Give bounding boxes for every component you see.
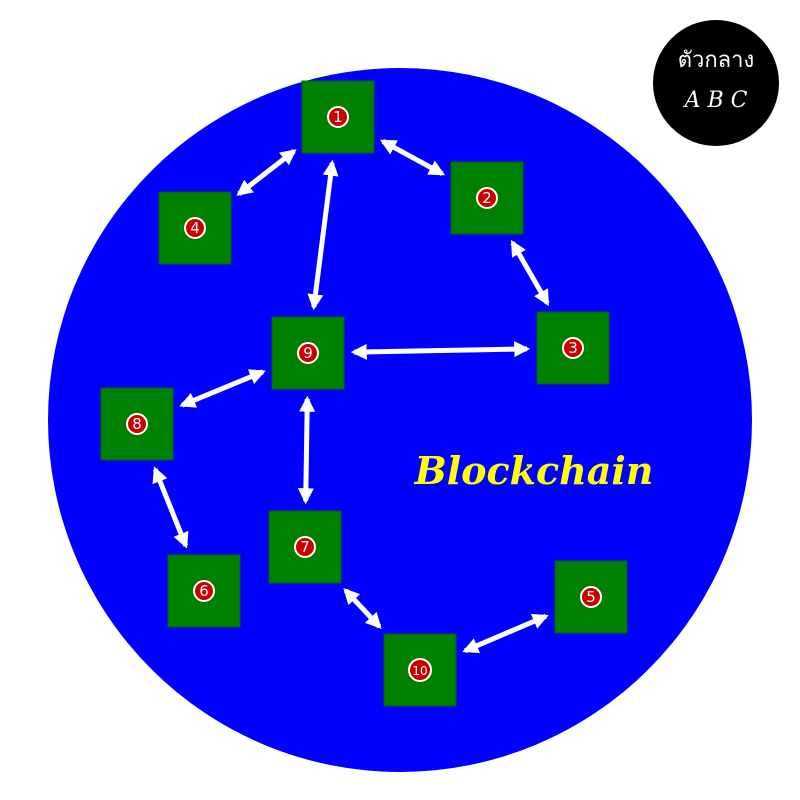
node-7: 7 (268, 510, 342, 584)
node-2: 2 (450, 161, 524, 235)
connection-arrow-9-7 (297, 395, 316, 505)
node-number-badge (126, 413, 148, 435)
connection-arrow-9-8 (179, 369, 266, 408)
node-4: 4 (158, 191, 232, 265)
node-label: 6 (199, 582, 209, 600)
node-label: 10 (412, 664, 427, 678)
intermediary-badge-circle (653, 20, 779, 146)
blockchain-title: Blockchain (414, 448, 654, 493)
connection-arrow-10-5 (462, 613, 549, 654)
intermediary-badge-sublabel: A B C (683, 88, 748, 113)
node-number-badge (327, 106, 349, 128)
connection-arrow-1-9 (307, 159, 339, 311)
intermediary-badge: ตัวกลาง A B C (653, 20, 779, 146)
connection-arrow-8-6 (152, 466, 189, 549)
node-1: 1 (301, 80, 375, 154)
connections-layer (152, 139, 550, 654)
intermediary-badge-label: ตัวกลาง (678, 48, 755, 73)
node-number-badge (562, 337, 584, 359)
node-8: 8 (100, 387, 174, 461)
node-label: 7 (300, 538, 310, 556)
connection-arrow-7-10 (343, 587, 382, 630)
node-number-badge (193, 580, 215, 602)
connection-arrow-2-3 (510, 239, 550, 307)
node-label: 1 (333, 108, 343, 126)
connection-arrow-1-4 (236, 149, 297, 196)
nodes-layer: 1 2 3 4 5 6 7 8 9 10 (100, 80, 628, 707)
node-label: 8 (132, 415, 142, 433)
node-number-badge (184, 217, 206, 239)
node-label: 5 (586, 588, 596, 606)
node-label: 4 (190, 219, 200, 237)
node-5: 5 (554, 560, 628, 634)
node-number-badge (294, 536, 316, 558)
node-number-badge (408, 658, 432, 682)
node-label: 3 (568, 339, 578, 357)
node-3: 3 (536, 311, 610, 385)
node-number-badge (580, 586, 602, 608)
node-number-badge (476, 187, 498, 209)
connection-arrow-1-2 (379, 139, 446, 176)
node-6: 6 (167, 554, 241, 628)
connection-arrow-9-3 (350, 341, 531, 360)
node-9: 9 (271, 316, 345, 390)
node-number-badge (297, 342, 319, 364)
node-label: 2 (482, 189, 492, 207)
node-label: 9 (303, 344, 313, 362)
node-10: 10 (383, 633, 457, 707)
